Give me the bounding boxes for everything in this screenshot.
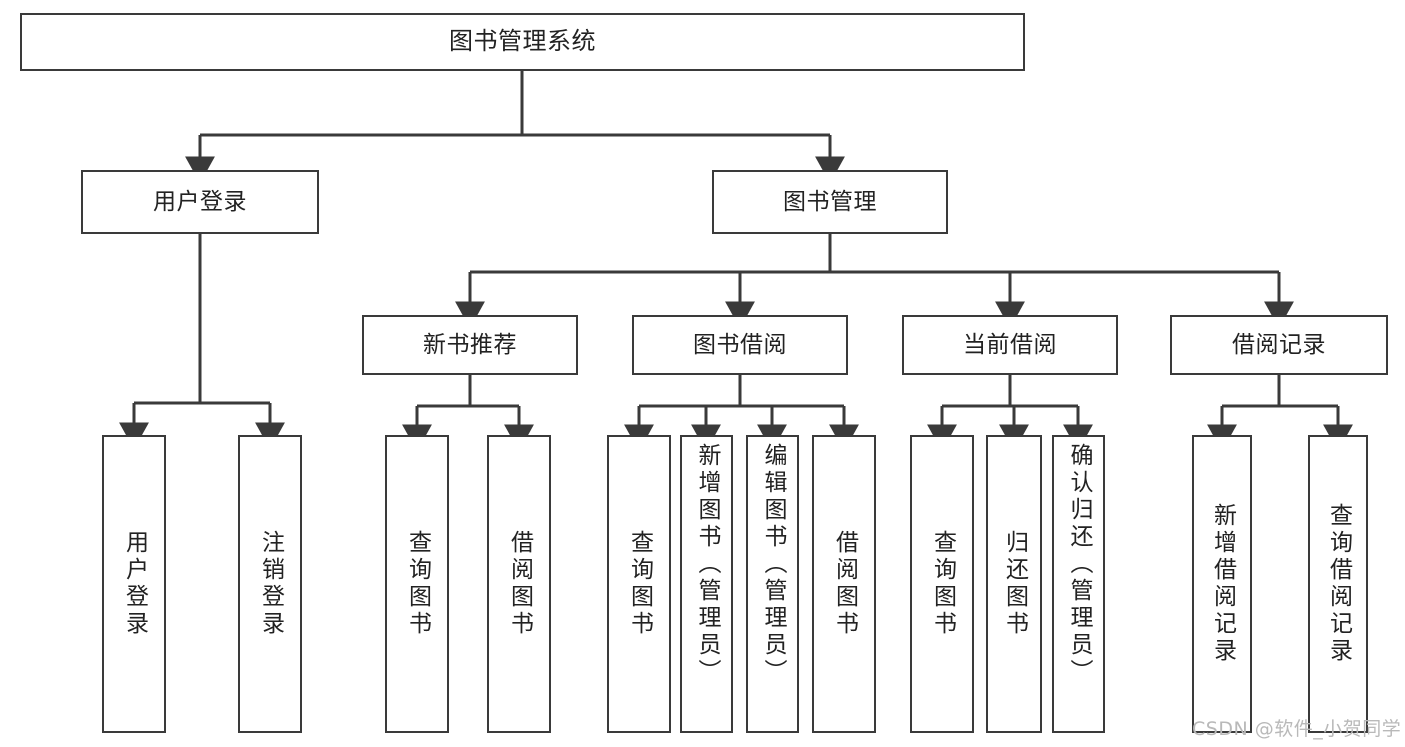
node-label: 图书借阅 [693, 331, 787, 358]
node-borrow-record[interactable]: 借阅记录 [1170, 315, 1388, 375]
node-leaf-borrow-book-recommend[interactable]: 借阅图书 [487, 435, 551, 733]
node-label: 注销登录 [257, 530, 284, 638]
node-leaf-borrow-book[interactable]: 借阅图书 [812, 435, 876, 733]
node-leaf-query-borrow-record[interactable]: 查询借阅记录 [1308, 435, 1368, 733]
node-leaf-query-book-current[interactable]: 查询图书 [910, 435, 974, 733]
node-label: 查询图书 [404, 530, 431, 638]
node-leaf-logout-login[interactable]: 注销登录 [238, 435, 302, 733]
node-book-borrow[interactable]: 图书借阅 [632, 315, 848, 375]
node-label: 图书管理 [783, 188, 877, 215]
node-leaf-query-book-borrow[interactable]: 查询图书 [607, 435, 671, 733]
node-label: 查询借阅记录 [1325, 503, 1352, 665]
node-label: 新增图书（管理员） [694, 443, 720, 686]
node-label: 确认归还（管理员） [1066, 443, 1092, 686]
node-leaf-query-book-recommend[interactable]: 查询图书 [385, 435, 449, 733]
node-label: 当前借阅 [963, 331, 1057, 358]
node-label: 查询图书 [929, 530, 956, 638]
node-leaf-add-borrow-record[interactable]: 新增借阅记录 [1192, 435, 1252, 733]
watermark-text: CSDN @软件_小贺同学 [1192, 718, 1402, 740]
node-user-login[interactable]: 用户登录 [81, 170, 319, 234]
node-leaf-edit-book-admin[interactable]: 编辑图书（管理员） [746, 435, 799, 733]
node-label: 用户登录 [121, 530, 148, 638]
node-label: 编辑图书（管理员） [760, 443, 786, 686]
node-label: 借阅图书 [506, 530, 533, 638]
node-leaf-return-book[interactable]: 归还图书 [986, 435, 1042, 733]
node-root-system[interactable]: 图书管理系统 [20, 13, 1025, 71]
node-leaf-user-login[interactable]: 用户登录 [102, 435, 166, 733]
node-label: 新书推荐 [423, 331, 517, 358]
node-label: 图书管理系统 [449, 27, 596, 56]
node-leaf-add-book-admin[interactable]: 新增图书（管理员） [680, 435, 733, 733]
node-book-management[interactable]: 图书管理 [712, 170, 948, 234]
node-label: 归还图书 [1001, 530, 1028, 638]
node-label: 借阅图书 [831, 530, 858, 638]
node-current-borrow[interactable]: 当前借阅 [902, 315, 1118, 375]
node-label: 借阅记录 [1232, 331, 1326, 358]
node-new-book-recommend[interactable]: 新书推荐 [362, 315, 578, 375]
node-label: 新增借阅记录 [1209, 503, 1236, 665]
node-label: 查询图书 [626, 530, 653, 638]
node-label: 用户登录 [153, 188, 247, 215]
node-leaf-confirm-return-admin[interactable]: 确认归还（管理员） [1052, 435, 1105, 733]
